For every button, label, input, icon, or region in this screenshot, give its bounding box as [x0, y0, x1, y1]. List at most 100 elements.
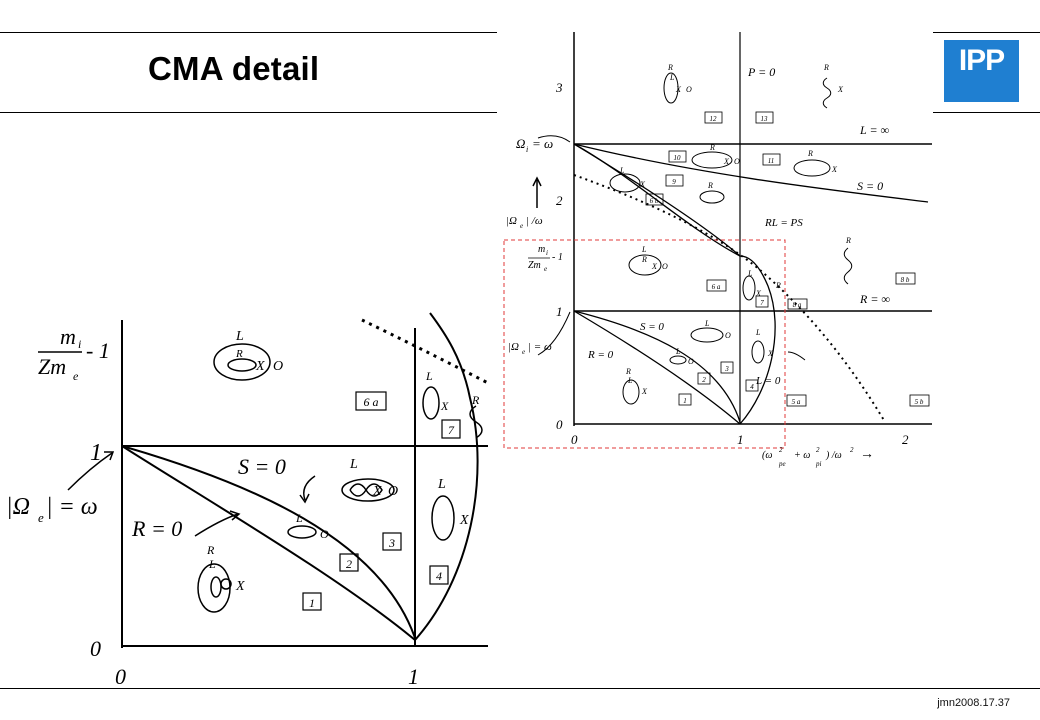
- right-omega-i-rest: = ω: [532, 136, 553, 151]
- svg-text:L: L: [704, 319, 710, 328]
- left-mi: m: [60, 324, 76, 349]
- footer-rule: [0, 688, 1040, 689]
- right-xtick-1: 1: [737, 432, 744, 447]
- svg-text:L: L: [349, 457, 358, 472]
- right-r0: R = 0: [587, 349, 614, 361]
- svg-text:→: →: [860, 447, 874, 462]
- region-box-6a: [355, 391, 387, 411]
- footer-id: jmn2008.17.37: [937, 697, 1010, 709]
- right-ytick-0: 0: [556, 417, 563, 432]
- right-omega-e-eq: |Ω: [508, 341, 519, 353]
- svg-text:e: e: [520, 222, 523, 230]
- svg-text:5 a: 5 a: [792, 398, 801, 406]
- right-curve-s0-upper: [573, 143, 929, 203]
- header-rule-top: [0, 32, 497, 33]
- svg-text:R: R: [471, 393, 480, 407]
- region-3-label: 3: [388, 536, 395, 550]
- header-rule-top-right: [933, 32, 1040, 33]
- svg-text:L: L: [295, 511, 303, 525]
- svg-text:O: O: [725, 331, 731, 340]
- ipp-logo: IPP: [944, 40, 1019, 102]
- svg-text:6 a: 6 a: [712, 283, 721, 291]
- svg-text:L: L: [675, 347, 681, 356]
- svg-text:L: L: [619, 166, 625, 175]
- right-s0-lower: S = 0: [640, 321, 664, 333]
- svg-text:1: 1: [683, 397, 687, 405]
- wave-L-6a: L: [235, 329, 244, 344]
- right-curve-lower-r0: [573, 310, 741, 425]
- svg-text:X: X: [675, 85, 682, 94]
- svg-text:3: 3: [724, 365, 729, 373]
- right-ytick-2: 2: [556, 193, 563, 208]
- right-l-inf: L = ∞: [859, 123, 890, 137]
- svg-text:e: e: [522, 348, 525, 356]
- svg-text:R: R: [709, 143, 715, 152]
- svg-text:X: X: [767, 349, 774, 358]
- svg-text:2: 2: [850, 446, 854, 454]
- svg-text:R: R: [625, 367, 631, 376]
- svg-text:pe: pe: [778, 460, 786, 468]
- header-rule-bottom-right: [933, 112, 1040, 113]
- right-rl-ps: RL = PS: [764, 217, 803, 229]
- svg-text:2: 2: [816, 446, 820, 454]
- region-6a-label: 6 a: [364, 395, 379, 409]
- svg-text:X: X: [755, 289, 762, 298]
- svg-text:O: O: [273, 359, 283, 374]
- right-curve-lower-s0: [573, 310, 741, 423]
- region-box-7: [441, 419, 461, 439]
- svg-text:9: 9: [672, 178, 676, 186]
- right-l0: L = 0: [755, 375, 781, 387]
- svg-text:10: 10: [674, 154, 682, 162]
- right-xtick-2: 2: [902, 432, 909, 447]
- left-mi-sub: i: [78, 337, 81, 351]
- logo-text: IPP: [958, 44, 1005, 77]
- svg-text:X: X: [372, 484, 382, 499]
- right-omega-e-axis: |Ω: [506, 215, 517, 227]
- svg-text:L: L: [747, 269, 753, 278]
- right-ytick-1: 1: [556, 304, 563, 319]
- region-1-label: 1: [309, 596, 315, 610]
- svg-text:8 a: 8 a: [793, 301, 802, 309]
- svg-text:R: R: [845, 236, 851, 245]
- right-x-axis-label: (ω: [762, 450, 772, 461]
- slide-title: CMA detail: [148, 50, 320, 87]
- svg-text:L: L: [669, 73, 675, 82]
- zoom-highlight-box: [503, 239, 786, 449]
- svg-text:) /ω: ) /ω: [825, 450, 842, 461]
- left-dotted-curve: [361, 318, 489, 385]
- svg-text:11: 11: [768, 157, 774, 165]
- svg-text:X: X: [235, 579, 245, 594]
- svg-text:2: 2: [779, 446, 783, 454]
- svg-text:X: X: [255, 359, 265, 374]
- right-omega-i: Ω: [516, 136, 525, 151]
- region-7-label: 7: [448, 423, 455, 437]
- svg-text:+ ω: + ω: [794, 450, 810, 461]
- svg-text:6 b: 6 b: [650, 197, 659, 205]
- svg-text:R: R: [206, 543, 215, 557]
- left-zme-sub: e: [73, 369, 79, 383]
- svg-text:L: L: [425, 369, 433, 383]
- svg-text:| = ω: | = ω: [528, 341, 552, 353]
- header-rule-bottom: [0, 112, 497, 113]
- svg-text:13: 13: [761, 115, 769, 123]
- region-box-2: [339, 553, 359, 572]
- svg-text:R: R: [667, 63, 673, 72]
- right-curve-l0: [739, 255, 776, 425]
- svg-text:O: O: [662, 262, 668, 271]
- svg-text:O: O: [688, 357, 694, 366]
- svg-text:X: X: [837, 85, 844, 94]
- svg-text:i: i: [546, 249, 548, 257]
- svg-text:R: R: [823, 63, 829, 72]
- svg-text:L: L: [208, 557, 216, 571]
- svg-text:X: X: [831, 165, 838, 174]
- left-curve-s0: [121, 445, 416, 639]
- svg-text:X: X: [641, 387, 648, 396]
- region-box-1: [302, 592, 322, 611]
- svg-text:X: X: [440, 399, 449, 413]
- svg-text:pi: pi: [815, 460, 822, 468]
- svg-text:- 1: - 1: [552, 252, 563, 263]
- region-2-label: 2: [346, 557, 352, 571]
- svg-text:| /ω: | /ω: [526, 215, 543, 227]
- left-omega-e: |Ω: [6, 494, 30, 520]
- svg-text:L: L: [755, 328, 761, 337]
